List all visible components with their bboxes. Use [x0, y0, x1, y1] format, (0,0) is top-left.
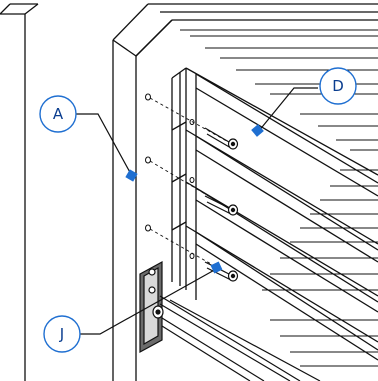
callout-d: D [319, 67, 357, 105]
back-slats [180, 29, 378, 367]
leader-arrowheads [125, 124, 264, 274]
callout-j: J [43, 315, 81, 353]
cabinet-back-panel [112, 3, 378, 381]
cabinet-side-panel [0, 3, 39, 381]
callout-d-label: D [332, 77, 344, 95]
bottom-rail [159, 295, 321, 381]
leader-lines [74, 87, 318, 335]
callout-a-label: A [53, 105, 64, 123]
bottom-bracket [139, 260, 164, 354]
mounting-holes [145, 93, 195, 259]
callout-a: A [39, 95, 77, 133]
callout-j-label: J [59, 325, 64, 343]
wire-rack [171, 67, 378, 361]
bolts [204, 127, 239, 282]
